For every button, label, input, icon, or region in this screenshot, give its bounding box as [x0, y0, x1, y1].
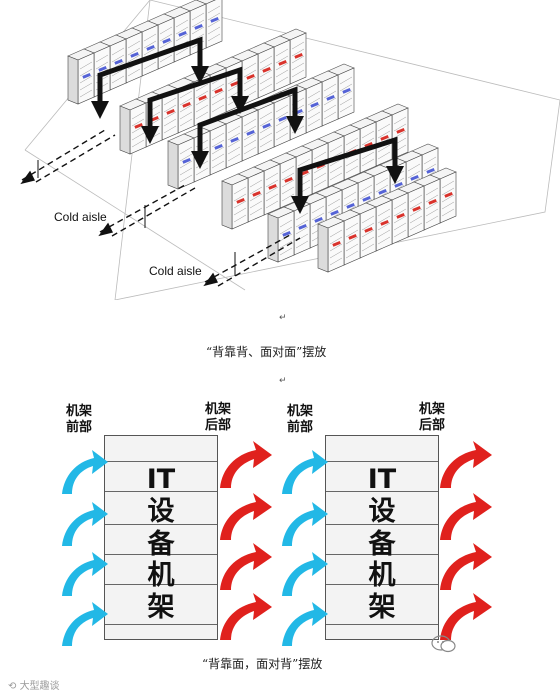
rack-1: IT 设 备 机 架 — [104, 435, 218, 640]
airflow-arrowhead — [231, 96, 249, 114]
airflow-loop — [97, 36, 203, 105]
cabinet — [167, 133, 195, 190]
rack-rows — [67, 0, 457, 273]
rack-2-char-5: 架 — [368, 592, 396, 623]
floor-plane — [114, 0, 560, 300]
cold-aisle-arrows — [20, 129, 301, 287]
hot-air-arrows — [220, 441, 492, 640]
rack-2-char-3: 备 — [368, 529, 396, 560]
airflow-arrowhead — [91, 101, 109, 119]
hot-air-arrow — [220, 441, 272, 488]
watermark-logo — [430, 634, 458, 654]
hot-air-arrow — [440, 493, 492, 540]
cold-air-arrow — [62, 502, 108, 546]
cabinet — [119, 98, 147, 155]
rack-1-char-2: 设 — [147, 496, 175, 527]
cabinet — [67, 48, 95, 105]
hot-air-arrow — [220, 493, 272, 540]
cold-air-arrow — [282, 552, 328, 596]
hot-air-arrow — [220, 593, 272, 640]
rack-1-back-label: 机架 后部 — [205, 402, 232, 433]
rack-2-back-label: 机架 后部 — [419, 402, 446, 433]
hot-cold-aisle-diagram — [20, 0, 560, 300]
rack-2: IT 设 备 机 架 — [325, 435, 439, 640]
hot-air-arrow — [440, 543, 492, 590]
cold-air-arrow — [282, 602, 328, 646]
rack-airflow-arrows — [62, 441, 492, 646]
watermark-text: ⟲ 大型趣谈 — [8, 681, 60, 692]
rack-1-char-it: IT — [146, 464, 176, 495]
hot-air-arrow — [440, 593, 492, 640]
airflow-arrowhead — [286, 116, 304, 134]
airflow-arrowhead — [141, 126, 159, 144]
airflow-arrowhead — [386, 166, 404, 184]
rack-2-front-label: 机架 前部 — [287, 404, 314, 435]
cold-aisle-label-1: Cold aisle — [54, 210, 107, 224]
cold-air-arrows — [62, 450, 328, 646]
hot-air-arrow — [440, 441, 492, 488]
rack-1-front-label: 机架 前部 — [66, 404, 93, 435]
cold-air-arrow — [62, 450, 108, 494]
rack-2-char-4: 机 — [368, 560, 396, 591]
return-mark-1: ↵ — [279, 313, 287, 323]
airflow-loop — [147, 66, 243, 130]
rack-row — [67, 0, 223, 105]
airflow-loop — [197, 86, 298, 155]
airflow-arrowhead — [191, 151, 209, 169]
cold-air-arrow — [282, 450, 328, 494]
watermark-icon: ⟲ — [8, 681, 20, 692]
airflow-arrows — [91, 36, 404, 214]
wechat-icon — [431, 635, 456, 653]
caption-back-to-front: “背靠面，面对背”摆放 — [202, 657, 323, 671]
rack-2-char-2: 设 — [368, 496, 396, 527]
rack-1-char-3: 备 — [147, 529, 175, 560]
hot-air-arrow — [220, 543, 272, 590]
rack-1-char-5: 架 — [147, 592, 175, 623]
airflow-arrowhead — [191, 66, 209, 84]
cold-air-arrow — [62, 552, 108, 596]
cold-air-arrow — [62, 602, 108, 646]
rack-1-char-4: 机 — [147, 560, 175, 591]
caption-back-to-back: “背靠背、面对面”摆放 — [206, 345, 327, 359]
cabinet — [221, 173, 249, 230]
return-mark-2: ↵ — [279, 376, 287, 386]
cabinet — [317, 216, 345, 273]
cold-aisle-label-2: Cold aisle — [149, 264, 202, 278]
rack-row — [221, 103, 409, 230]
airflow-arrowhead — [291, 196, 309, 214]
cold-air-arrow — [282, 502, 328, 546]
rack-2-char-it: IT — [367, 464, 397, 495]
rack-row — [317, 167, 457, 273]
airflow-loop — [297, 136, 398, 200]
